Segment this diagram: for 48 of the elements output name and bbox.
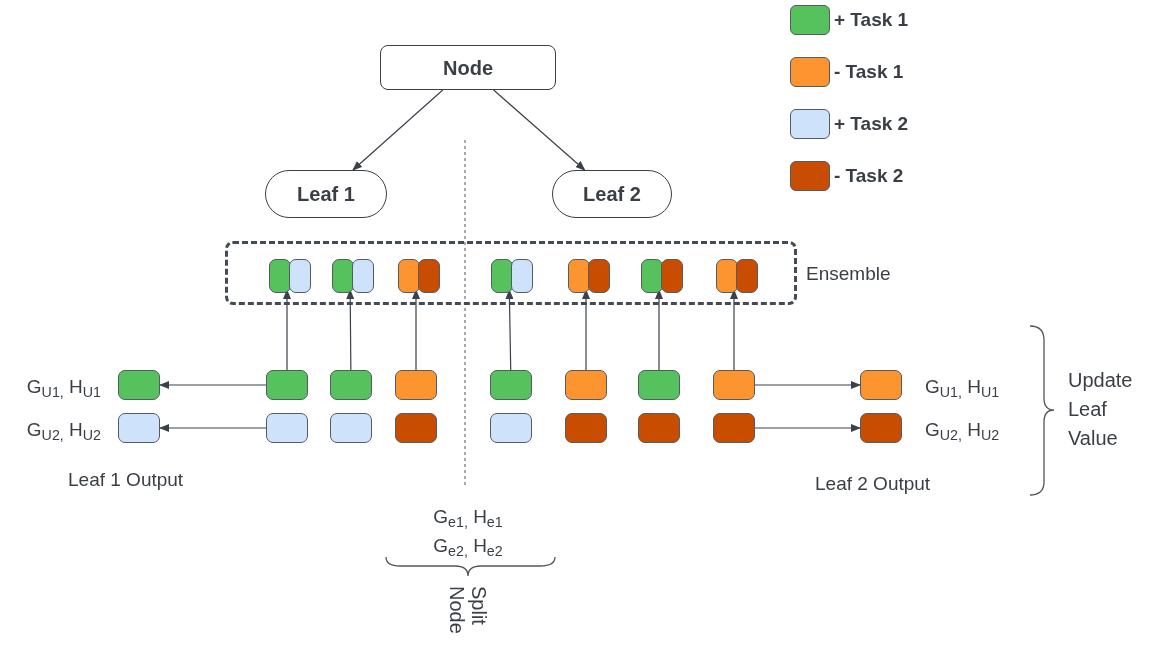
leaf-node <box>265 170 387 218</box>
group-label: Ensemble <box>806 262 891 286</box>
color-pair-block <box>491 259 533 293</box>
leaf-node <box>552 170 672 218</box>
color-block <box>713 370 755 400</box>
value-label: G$_{U1,}$ H$_{U1}$ <box>925 375 1000 402</box>
color-pair-block <box>269 259 311 293</box>
color-block <box>638 370 680 400</box>
arrow <box>159 424 267 432</box>
arrow <box>493 89 586 171</box>
legend-label: + Task 1 <box>834 7 909 32</box>
color-pair-block <box>716 259 758 293</box>
color-block <box>638 413 680 443</box>
text-label: G$_{e2,}$ H$_{e2}$ <box>432 534 504 561</box>
legend-label: - Task 2 <box>834 163 904 188</box>
arrow <box>754 424 861 432</box>
text-label: Leaf 1 Output <box>68 468 184 492</box>
legend-label: + Task 2 <box>834 111 909 136</box>
color-pair-block <box>332 259 374 293</box>
color-block <box>490 370 532 400</box>
root-node <box>380 45 556 90</box>
color-block <box>713 413 755 443</box>
color-block <box>565 413 607 443</box>
arrow <box>754 381 861 389</box>
color-block <box>490 413 532 443</box>
text-label: Leaf 2 Output <box>815 472 931 496</box>
value-label: G$_{U2,}$ H$_{U2}$ <box>26 418 101 445</box>
color-pair-block <box>568 259 610 293</box>
color-block <box>395 370 437 400</box>
node-label: Node <box>443 55 493 81</box>
text-label: Split Node <box>446 586 490 636</box>
value-label: G$_{U2,}$ H$_{U2}$ <box>925 418 1000 445</box>
arrow <box>159 381 267 389</box>
color-block <box>330 370 372 400</box>
color-block <box>266 370 308 400</box>
arrow <box>352 89 444 171</box>
value-label: G$_{U1,}$ H$_{U1}$ <box>26 375 101 402</box>
color-block <box>266 413 308 443</box>
node-label: Leaf 1 <box>297 182 355 207</box>
color-block <box>395 413 437 443</box>
color-block <box>330 413 372 443</box>
legend-label: - Task 1 <box>834 59 904 84</box>
color-block <box>565 370 607 400</box>
color-pair-block <box>641 259 683 293</box>
node-label: Leaf 2 <box>583 182 641 207</box>
text-label: G$_{e1,}$ H$_{e1}$ <box>432 505 504 532</box>
text-label: Update Leaf Value <box>1068 368 1134 451</box>
color-pair-block <box>398 259 440 293</box>
